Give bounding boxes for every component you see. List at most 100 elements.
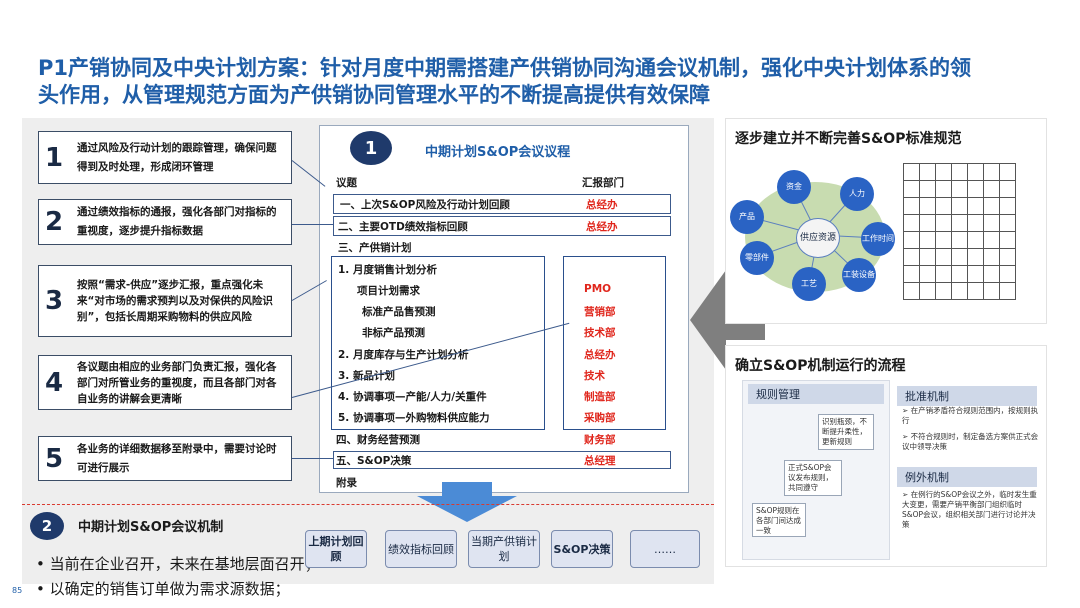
step-number: 2 (44, 207, 64, 237)
agenda-item-7: 非标产品预测 (362, 327, 425, 339)
rule-head: 规则管理 (748, 384, 884, 404)
agenda-dept-1: 总经办 (586, 199, 618, 211)
exception-note: ➢ 在例行的S&OP会议之外，临时发生重大变更，需要产销平衡部门组织临时S&OP… (902, 490, 1037, 529)
process-card-title: 确立S&OP机制运行的流程 (735, 358, 906, 374)
flow-step-5: …… (630, 530, 700, 568)
table-cell (903, 214, 920, 232)
rule-box-3: S&OP规则在各部门间达成一致 (752, 503, 806, 537)
exception-head: 例外机制 (897, 467, 1037, 487)
table-cell (983, 282, 1000, 300)
agenda-item-2: 二、主要OTD绩效指标回顾 (338, 221, 468, 233)
table-cell (903, 231, 920, 249)
table-cell (903, 180, 920, 198)
table-cell (999, 265, 1016, 283)
approve-note-2: ➢ 不符合规则时，制定备选方案供正式会议中领导决策 (902, 432, 1039, 451)
table-cell (951, 231, 968, 249)
step-number: 1 (44, 142, 64, 173)
node-parts: 零部件 (740, 241, 774, 275)
table-cell (919, 265, 936, 283)
agenda-dept-10: 制造部 (584, 391, 616, 403)
table-cell (983, 197, 1000, 215)
step-box-3: 3 按照“需求-供应”逐步汇报，重点强化未来“对市场的需求预判以及对保供的风险识… (38, 265, 292, 337)
agenda-item-9: 3. 新品计划 (338, 368, 395, 383)
table-cell (935, 214, 952, 232)
agenda-dept-6: 营销部 (584, 306, 616, 318)
mechanism-title: 中期计划S&OP会议机制 (78, 520, 224, 535)
table-cell (919, 163, 936, 181)
agenda-item-11: 5. 协调事项—外购物料供应能力 (338, 412, 490, 424)
agenda-item-6: 标准产品售预测 (362, 306, 436, 318)
down-arrow-icon (417, 482, 517, 522)
node-labor: 人力 (840, 177, 874, 211)
mechanism-badge: 2 (30, 512, 64, 540)
agenda-outline-1 (333, 194, 671, 214)
flow-step-3: 当期产供销计划 (468, 530, 540, 568)
step-box-2: 2 通过绩效指标的通报，强化各部门对指标的重视度，逐步提升指标数据 (38, 199, 292, 245)
table-cell (935, 265, 952, 283)
table-cell (919, 282, 936, 300)
table-cell (983, 265, 1000, 283)
step-number: 5 (44, 443, 64, 474)
agenda-outline-2 (333, 216, 671, 236)
node-equipment: 工装设备 (842, 258, 876, 292)
agenda-dept-12: 财务部 (584, 434, 616, 446)
table-cell (999, 214, 1016, 232)
agenda-item-5: 项目计划需求 (357, 285, 420, 297)
table-cell (951, 214, 968, 232)
table-cell (919, 180, 936, 198)
table-cell (935, 197, 952, 215)
table-cell (951, 163, 968, 181)
table-cell (935, 163, 952, 181)
resource-center: 供应资源 (796, 218, 840, 258)
approve-note-1: ➢ 在产销矛盾符合规则范围内，按规则执行 (902, 406, 1039, 425)
table-row (903, 248, 1016, 266)
table-row (903, 180, 1016, 198)
step-box-1: 1 通过风险及行动计划的跟踪管理，确保问题得到及时处理，形成闭环管理 (38, 131, 292, 184)
agenda-item-13: 五、S&OP决策 (336, 455, 412, 467)
table-cell (999, 180, 1016, 198)
node-product: 产品 (730, 200, 764, 234)
step-text: 通过风险及行动计划的跟踪管理，确保问题得到及时处理，形成闭环管理 (77, 141, 277, 173)
table-row (903, 265, 1016, 283)
agenda-dept-11: 采购部 (584, 412, 616, 424)
agenda-title: 中期计划S&OP会议议程 (425, 145, 571, 160)
rule-box-1: 识别瓶颈，不断提升柔性，更新规则 (818, 414, 874, 450)
table-cell (903, 282, 920, 300)
connector-line (292, 224, 334, 225)
agenda-outline-dept (563, 256, 666, 430)
table-cell (919, 197, 936, 215)
table-cell (903, 163, 920, 181)
flow-step-1: 上期计划回顾 (305, 530, 367, 568)
node-capital: 资金 (777, 170, 811, 204)
mechanism-bullet-2: • 以确定的销售订单做为需求源数据； (36, 580, 290, 598)
agenda-col-topic: 议题 (336, 177, 357, 189)
page-title-line-1: P1产销协同及中央计划方案：针对月度中期需搭建产供销协同沟通会议机制，强化中央计… (38, 56, 971, 80)
table-cell (903, 197, 920, 215)
agenda-col-dept: 汇报部门 (582, 177, 624, 189)
table-cell (951, 180, 968, 198)
standard-card-title: 逐步建立并不断完善S&OP标准规范 (735, 131, 962, 147)
table-cell (967, 214, 984, 232)
agenda-item-4: 1. 月度销售计划分析 (338, 264, 437, 276)
table-cell (951, 282, 968, 300)
agenda-panel (319, 125, 689, 493)
page-title-line-2: 头作用，从管理规范方面为产供销协同管理水平的不断提高提供有效保障 (38, 83, 710, 107)
agenda-item-10: 4. 协调事项—产能/人力/关重件 (338, 391, 487, 403)
table-cell (935, 248, 952, 266)
rule-box-2: 正式S&OP会议发布规则，共同遵守 (784, 460, 842, 496)
table-cell (999, 248, 1016, 266)
agenda-badge: 1 (350, 131, 392, 165)
table-cell (983, 248, 1000, 266)
flow-step-2: 绩效指标回顾 (385, 530, 457, 568)
table-cell (935, 231, 952, 249)
agenda-item-1: 一、上次S&OP风险及行动计划回顾 (340, 199, 510, 211)
flow-step-4: S&OP决策 (551, 530, 613, 568)
agenda-dept-9: 技术 (584, 370, 605, 382)
table-cell (983, 231, 1000, 249)
standard-table (903, 163, 1016, 300)
step-text: 各业务的详细数据移至附录中，需要讨论时可进行展示 (77, 442, 277, 474)
table-cell (903, 248, 920, 266)
table-cell (999, 163, 1016, 181)
agenda-dept-13: 总经理 (584, 455, 616, 467)
table-cell (935, 180, 952, 198)
